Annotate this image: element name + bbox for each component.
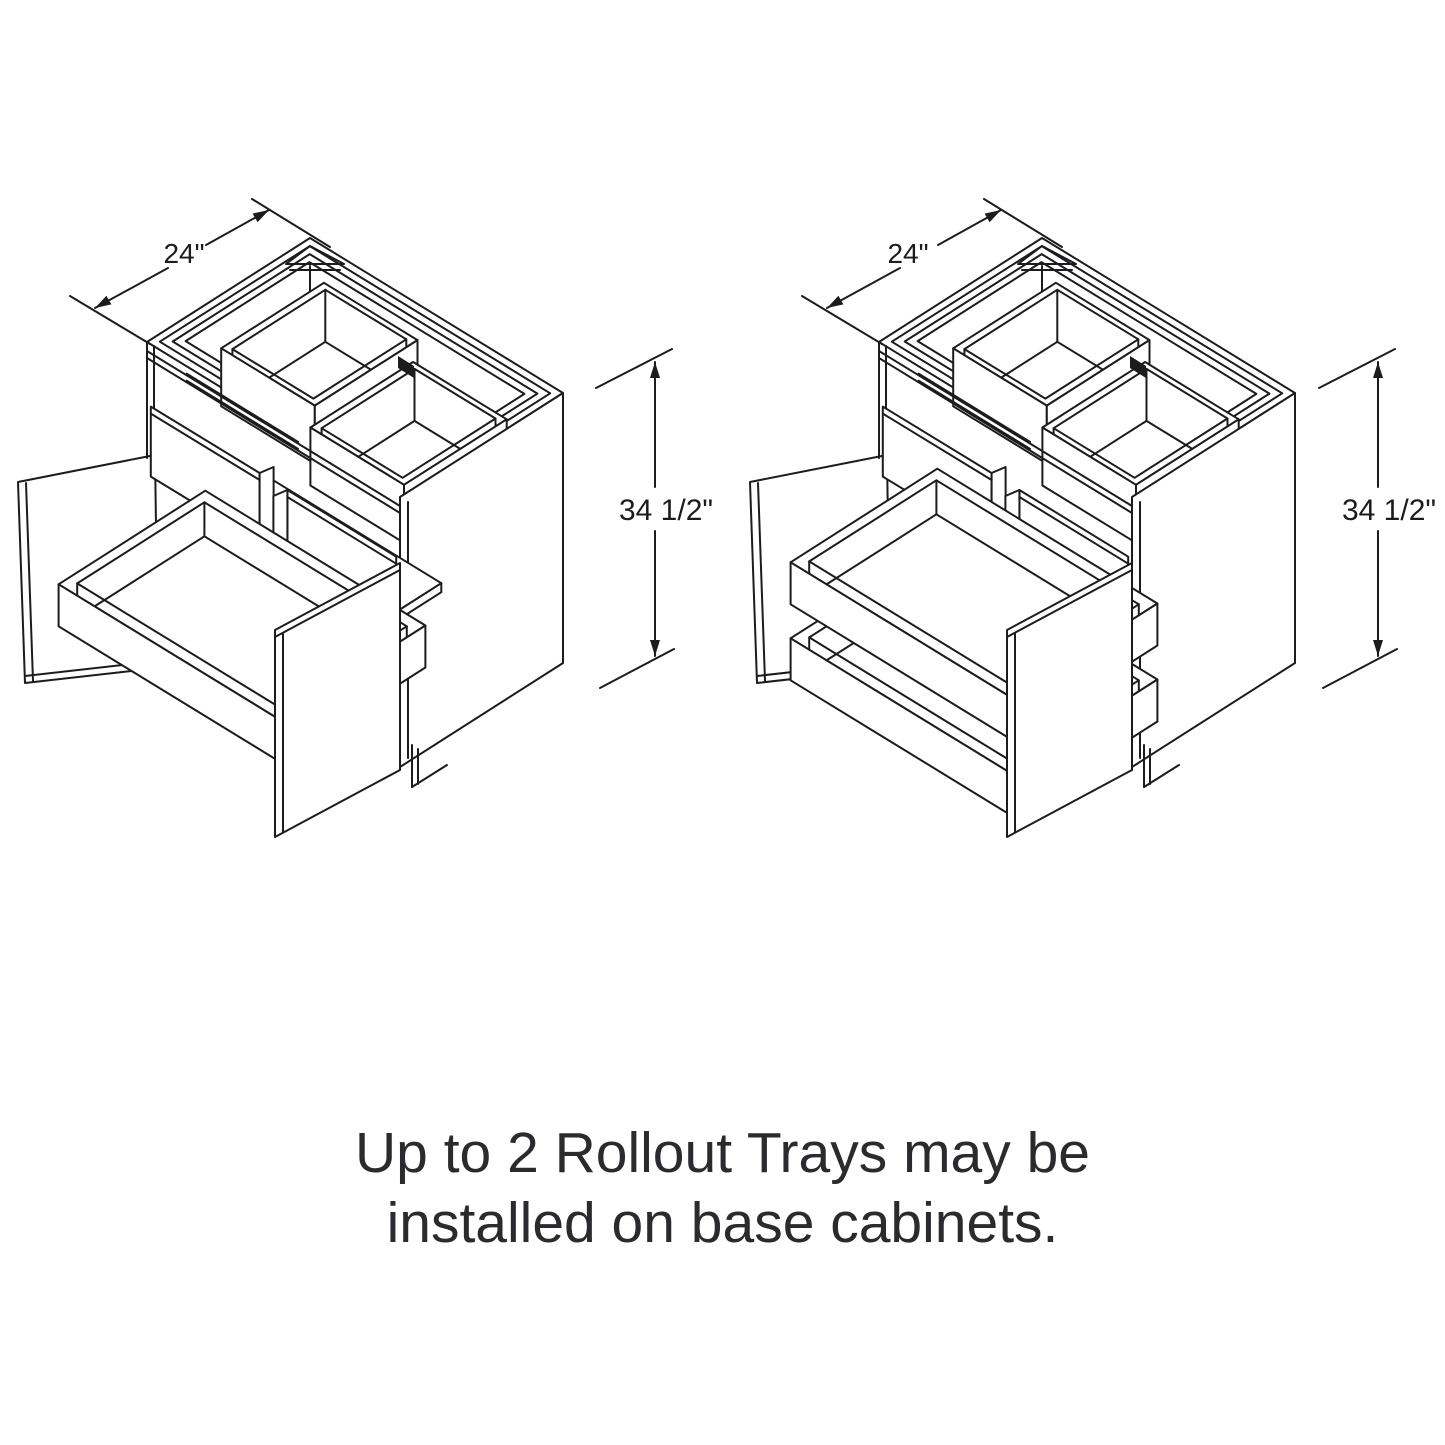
- left-cabinet-glide-clip: [398, 356, 414, 378]
- right-depth-label: 24": [887, 238, 928, 269]
- caption-line-2: installed on base cabinets.: [386, 1191, 1059, 1255]
- right-cabinet-drawing: 24" 34 1/2": [749, 198, 1436, 838]
- left-height-dimension: 34 1/2": [595, 348, 713, 689]
- left-cabinet-front-rail: [185, 372, 299, 450]
- left-cabinet-front-frame: [146, 341, 401, 514]
- right-cabinet-front-rail: [917, 372, 1031, 450]
- right-depth-dimension: 24": [801, 198, 1063, 345]
- left-cabinet-right-door: [274, 562, 401, 838]
- left-height-label: 34 1/2": [619, 494, 713, 527]
- caption: Up to 2 Rollout Trays may be installed o…: [0, 1118, 1445, 1258]
- right-cabinet-right-door: [1006, 562, 1133, 838]
- caption-line-1: Up to 2 Rollout Trays may be: [355, 1121, 1090, 1185]
- right-height-dimension: 34 1/2": [1318, 348, 1436, 689]
- right-cabinet-glide-clip: [1130, 356, 1146, 378]
- left-cabinet-drawing: 24" 34 1/2": [17, 198, 713, 838]
- left-depth-label: 24": [163, 238, 204, 269]
- left-depth-dimension: 24": [69, 198, 331, 345]
- right-height-label: 34 1/2": [1342, 494, 1436, 527]
